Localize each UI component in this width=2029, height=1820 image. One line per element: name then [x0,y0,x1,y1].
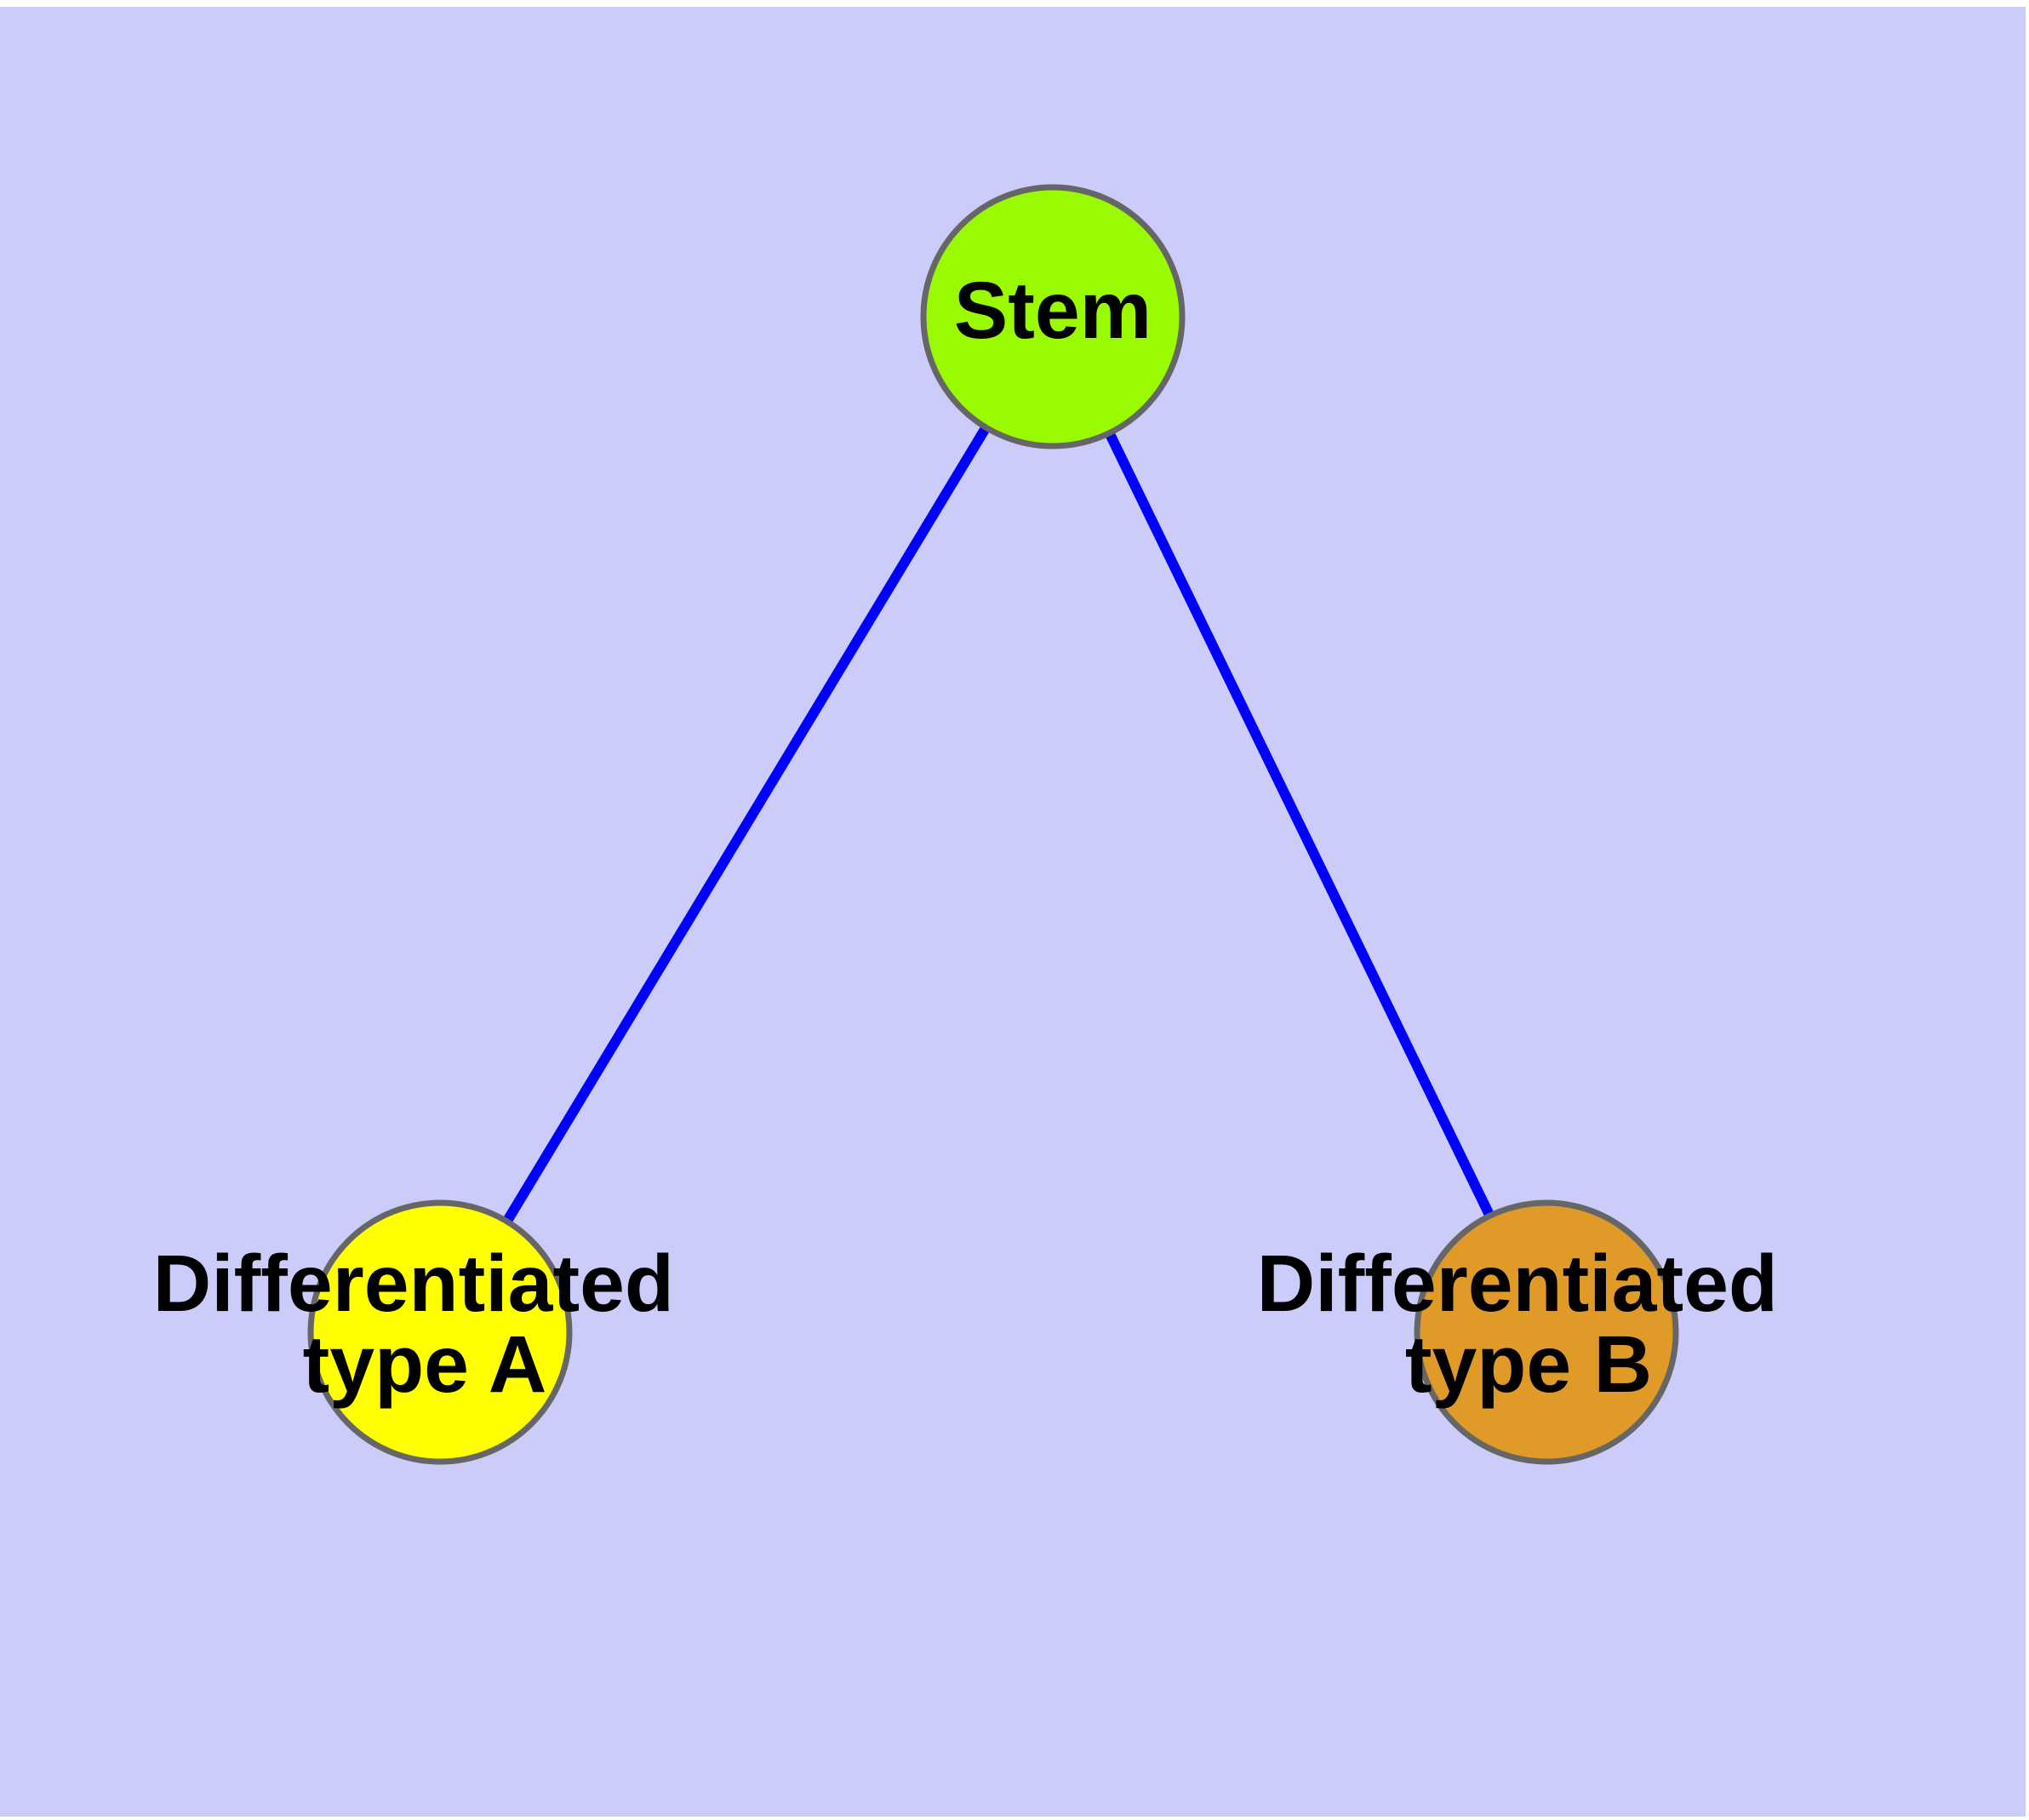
label-layer: Stem Differentiated type A Differentiate… [153,266,1801,1410]
node-label-stem-line1: Stem [954,266,1152,356]
node-label-diff-type-a: Differentiated type A [153,1239,697,1410]
node-circle-stem[interactable] [920,184,1186,449]
node-label-diff-type-b: Differentiated type B [1257,1239,1801,1410]
node-diff-type-b[interactable] [1414,1199,1679,1465]
node-label-diff-type-b-line1: Differentiated [1257,1239,1778,1329]
edge-layer [435,313,1552,1336]
node-label-diff-type-a-line2: type A [303,1319,547,1410]
node-label-stem: Stem [954,266,1152,356]
edge-stem-to-type-b[interactable] [1048,314,1552,1335]
node-stem[interactable] [920,184,1186,449]
node-label-diff-type-a-line1: Differentiated [153,1239,674,1329]
node-layer [307,184,1679,1465]
node-circle-diff-type-b[interactable] [1414,1199,1679,1465]
node-label-diff-type-b-line2: type B [1405,1319,1652,1410]
node-diff-type-a[interactable] [307,1199,573,1465]
edge-stem-to-type-a[interactable] [435,313,1058,1336]
node-circle-diff-type-a[interactable] [307,1199,573,1465]
